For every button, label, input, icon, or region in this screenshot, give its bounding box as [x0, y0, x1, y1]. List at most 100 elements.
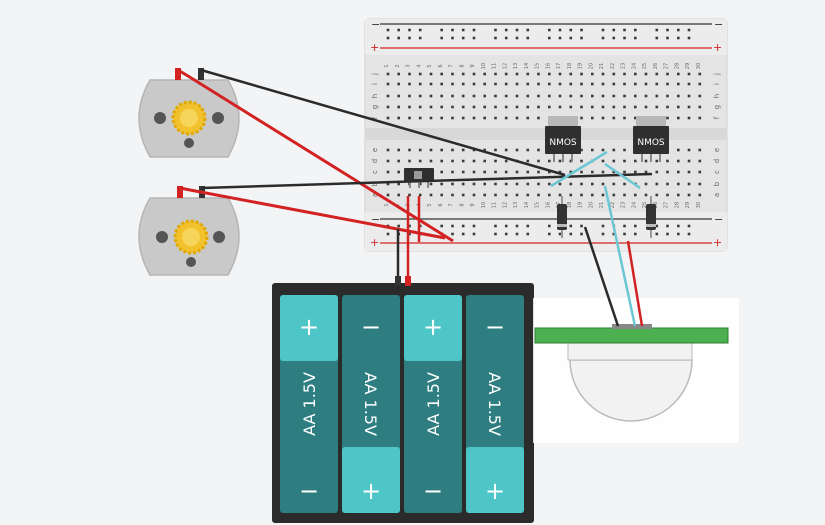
breadboard-hole[interactable] — [461, 94, 465, 98]
pir-power-wire[interactable] — [626, 240, 644, 327]
breadboard-hole[interactable] — [515, 94, 519, 98]
breadboard-hole[interactable] — [526, 193, 530, 197]
breadboard-hole[interactable] — [548, 182, 551, 186]
breadboard-hole[interactable] — [580, 72, 583, 76]
breadboard-hole[interactable] — [569, 72, 573, 76]
breadboard-hole[interactable] — [644, 105, 648, 109]
breadboard-hole[interactable] — [451, 94, 454, 98]
rail-hole[interactable] — [515, 28, 519, 32]
cyan-jumper-wire[interactable] — [550, 150, 608, 188]
breadboard-hole[interactable] — [591, 94, 594, 98]
breadboard-hole[interactable] — [698, 72, 702, 76]
breadboard-hole[interactable] — [634, 105, 637, 109]
breadboard-hole[interactable] — [461, 105, 465, 109]
breadboard-hole[interactable] — [666, 72, 669, 76]
breadboard-hole[interactable] — [418, 94, 422, 98]
breadboard-hole[interactable] — [655, 94, 659, 98]
breadboard-hole[interactable] — [687, 182, 691, 186]
rail-hole[interactable] — [580, 36, 583, 40]
breadboard-hole[interactable] — [677, 148, 680, 152]
diode[interactable] — [557, 196, 567, 238]
breadboard-hole[interactable] — [397, 159, 400, 163]
breadboard-hole[interactable] — [677, 116, 680, 120]
breadboard-hole[interactable] — [494, 116, 497, 120]
breadboard-hole[interactable] — [623, 94, 626, 98]
breadboard-hole[interactable] — [537, 116, 540, 120]
rail-hole[interactable] — [461, 28, 465, 32]
breadboard-hole[interactable] — [386, 170, 390, 174]
breadboard-hole[interactable] — [386, 94, 390, 98]
breadboard-hole[interactable] — [526, 72, 530, 76]
rail-hole[interactable] — [569, 36, 573, 40]
rail-hole[interactable] — [440, 224, 443, 228]
breadboard-hole[interactable] — [580, 193, 583, 197]
rail-hole[interactable] — [548, 28, 551, 32]
rail-hole[interactable] — [666, 232, 669, 236]
breadboard-hole[interactable] — [461, 182, 465, 186]
rail-hole[interactable] — [397, 224, 400, 228]
wires[interactable] — [177, 68, 653, 327]
motor-terminal[interactable] — [175, 68, 181, 80]
breadboard-hole[interactable] — [504, 72, 508, 76]
breadboard-hole[interactable] — [461, 170, 465, 174]
rail-hole[interactable] — [386, 36, 390, 40]
breadboard-hole[interactable] — [440, 193, 443, 197]
breadboard-hole[interactable] — [698, 105, 702, 109]
breadboard-hole[interactable] — [451, 82, 454, 86]
breadboard-hole[interactable] — [548, 159, 551, 163]
breadboard-hole[interactable] — [526, 94, 530, 98]
rail-hole[interactable] — [601, 28, 605, 32]
breadboard-hole[interactable] — [504, 159, 508, 163]
black-wire[interactable] — [200, 68, 566, 177]
breadboard-hole[interactable] — [580, 159, 583, 163]
breadboard-hole[interactable] — [558, 159, 562, 163]
breadboard-hole[interactable] — [698, 82, 702, 86]
breadboard-hole[interactable] — [461, 72, 465, 76]
rail-hole[interactable] — [461, 232, 465, 236]
breadboard-hole[interactable] — [451, 148, 454, 152]
breadboard-hole[interactable] — [504, 105, 508, 109]
breadboard-hole[interactable] — [515, 72, 519, 76]
breadboard-hole[interactable] — [580, 105, 583, 109]
breadboard-hole[interactable] — [655, 170, 659, 174]
dc-motor[interactable] — [138, 68, 240, 158]
breadboard-hole[interactable] — [515, 182, 519, 186]
rail-hole[interactable] — [461, 36, 465, 40]
rail-hole[interactable] — [569, 224, 573, 228]
breadboard-hole[interactable] — [504, 94, 508, 98]
breadboard-hole[interactable] — [483, 105, 486, 109]
breadboard-hole[interactable] — [494, 94, 497, 98]
breadboard-hole[interactable] — [548, 72, 551, 76]
breadboard-hole[interactable] — [591, 72, 594, 76]
breadboard-hole[interactable] — [623, 148, 626, 152]
breadboard-hole[interactable] — [429, 193, 433, 197]
breadboard-hole[interactable] — [483, 182, 486, 186]
rail-hole[interactable] — [677, 232, 680, 236]
rail-hole[interactable] — [601, 232, 605, 236]
breadboard-hole[interactable] — [601, 116, 605, 120]
breadboard-hole[interactable] — [408, 82, 411, 86]
breadboard-hole[interactable] — [601, 148, 605, 152]
breadboard-hole[interactable] — [472, 182, 476, 186]
breadboard-hole[interactable] — [666, 105, 669, 109]
rail-hole[interactable] — [472, 232, 476, 236]
breadboard-hole[interactable] — [644, 182, 648, 186]
breadboard-hole[interactable] — [461, 82, 465, 86]
rail-hole[interactable] — [687, 232, 691, 236]
rail-hole[interactable] — [461, 224, 465, 228]
breadboard-hole[interactable] — [504, 116, 508, 120]
breadboard-hole[interactable] — [655, 105, 659, 109]
breadboard-hole[interactable] — [612, 148, 616, 152]
rail-hole[interactable] — [623, 36, 626, 40]
rail-hole[interactable] — [666, 36, 669, 40]
breadboard-hole[interactable] — [537, 159, 540, 163]
breadboard-hole[interactable] — [494, 170, 497, 174]
breadboard-hole[interactable] — [397, 116, 400, 120]
rail-hole[interactable] — [634, 36, 637, 40]
rail-hole[interactable] — [408, 232, 411, 236]
breadboard-hole[interactable] — [494, 182, 497, 186]
breadboard-hole[interactable] — [569, 82, 573, 86]
breadboard-hole[interactable] — [386, 182, 390, 186]
rail-hole[interactable] — [655, 232, 659, 236]
breadboard-hole[interactable] — [418, 116, 422, 120]
